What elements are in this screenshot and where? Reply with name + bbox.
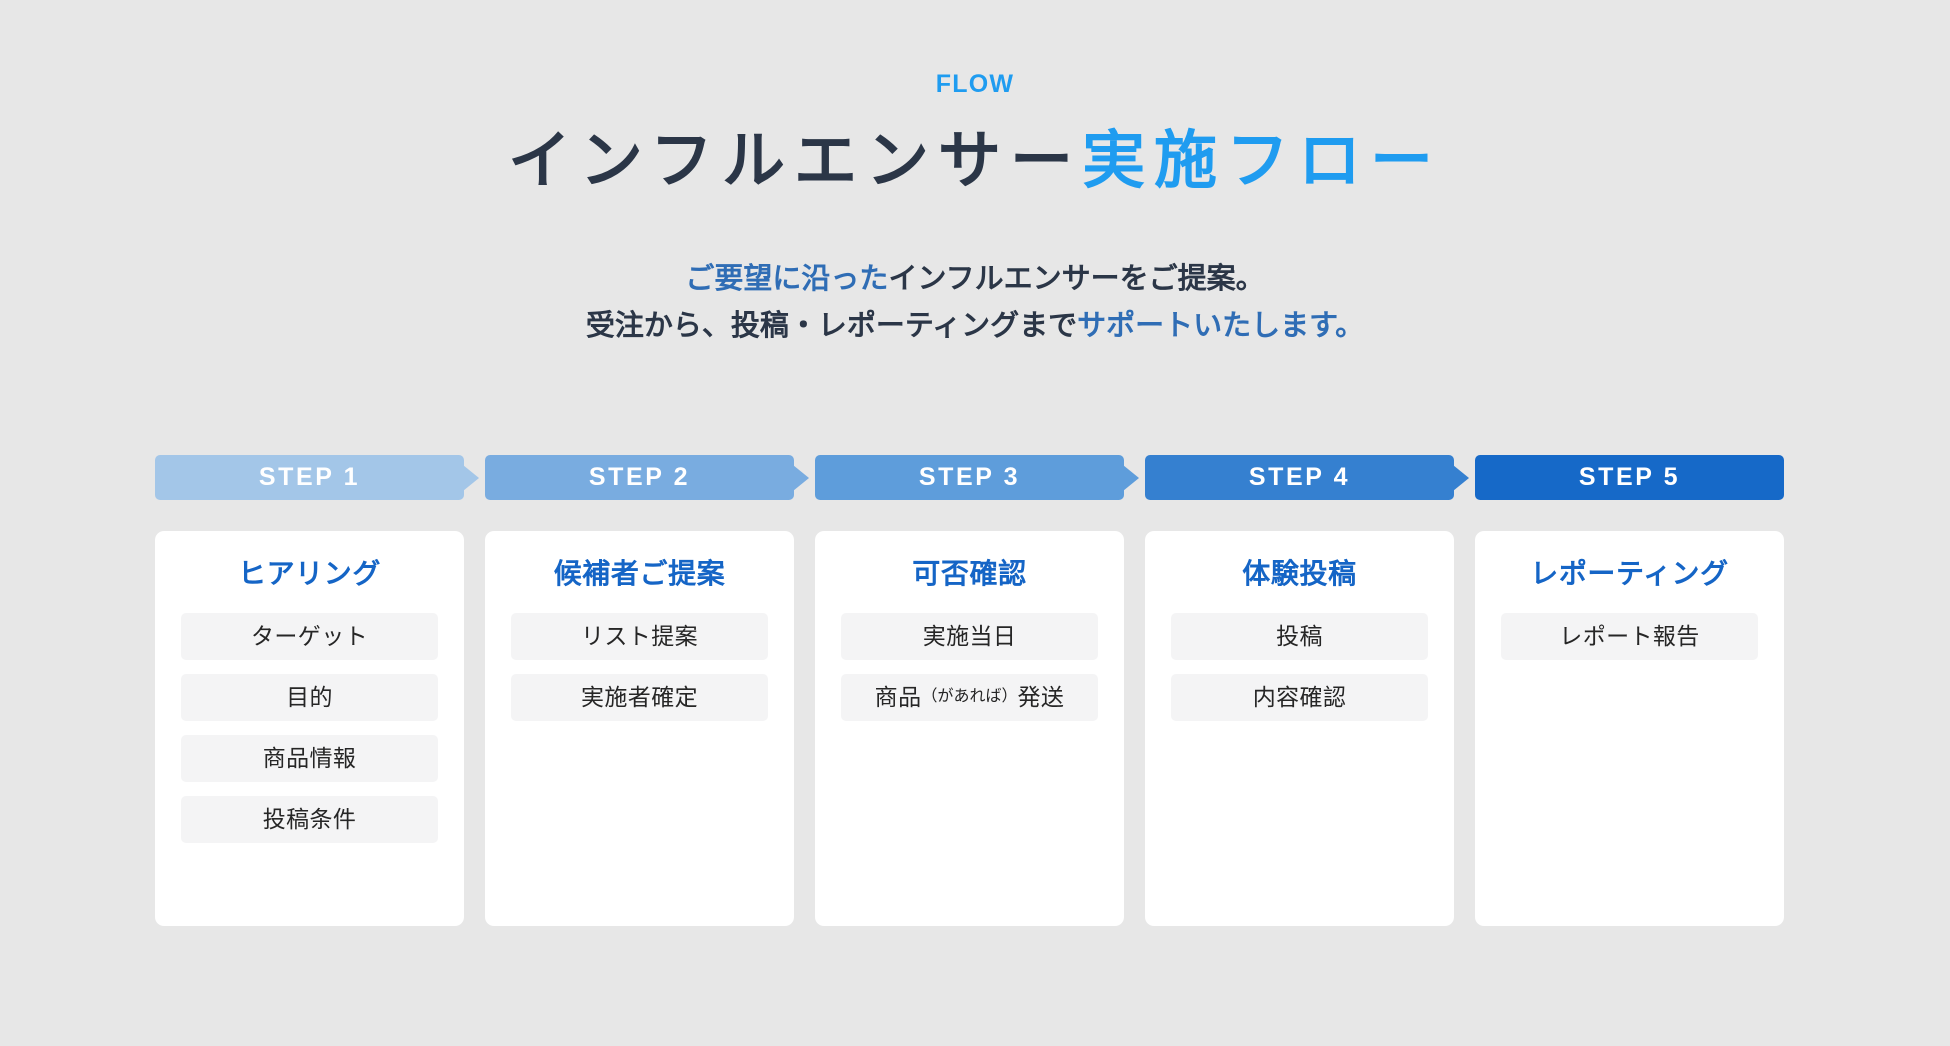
step-item: ターゲット: [181, 612, 438, 660]
step-card-3: 可否確認実施当日商品（があれば）発送: [815, 531, 1124, 926]
step-bar-1[interactable]: STEP 1: [155, 455, 479, 500]
section-lede: ご要望に沿ったインフルエンサーをご提案。 受注から、投稿・レポーティングまでサポ…: [0, 256, 1950, 350]
step-item: 投稿条件: [181, 795, 438, 843]
step-item: レポート報告: [1501, 612, 1758, 660]
step-item-text: 目的: [286, 683, 333, 710]
step-card-1: ヒアリングターゲット目的商品情報投稿条件: [155, 531, 464, 926]
step-item-text: 実施当日: [922, 622, 1017, 649]
step-item-text: 商品情報: [262, 744, 357, 771]
step-item-text-tail: 発送: [1017, 683, 1065, 710]
step-item: 商品（があれば）発送: [841, 673, 1098, 721]
lede-line-2: 受注から、投稿・レポーティングまでサポートいたします。: [0, 303, 1950, 350]
step-item-text-note: （があれば）: [921, 688, 1018, 706]
flow-column-step-4: STEP 4 体験投稿投稿内容確認: [1145, 455, 1469, 926]
step-item-text: 内容確認: [1252, 683, 1347, 710]
step-card-5: レポーティングレポート報告: [1475, 531, 1784, 926]
step-item: リスト提案: [511, 612, 768, 660]
page-title-dark: インフルエンサー: [507, 126, 1083, 196]
step-card-title: ヒアリング: [237, 558, 381, 589]
step-item-text: 実施者確定: [581, 683, 698, 710]
arrow-right-icon: [463, 464, 479, 491]
step-item-text-main: 商品: [874, 683, 922, 710]
step-item-text: ターゲット: [251, 622, 368, 649]
step-item-text: 投稿: [1276, 622, 1323, 649]
step-item: 実施者確定: [511, 673, 768, 721]
step-card-4: 体験投稿投稿内容確認: [1145, 531, 1454, 926]
step-bar-2[interactable]: STEP 2: [485, 455, 809, 500]
page-title-accent: 実施フロー: [1082, 126, 1443, 196]
arrow-right-icon: [1453, 464, 1469, 491]
step-item: 目的: [181, 673, 438, 721]
arrow-right-icon: [793, 464, 809, 491]
step-card-title: 候補者ご提案: [553, 558, 726, 589]
step-item: 商品情報: [181, 734, 438, 782]
step-item: 投稿: [1171, 612, 1428, 660]
step-item: 内容確認: [1171, 673, 1428, 721]
step-item-text: 投稿条件: [262, 805, 357, 832]
step-bar-label: STEP 2: [588, 463, 691, 491]
step-bar-5[interactable]: STEP 5: [1475, 455, 1784, 500]
flow-column-step-1: STEP 1 ヒアリングターゲット目的商品情報投稿条件: [155, 455, 479, 926]
step-item: 実施当日: [841, 612, 1098, 660]
lede-line-1: ご要望に沿ったインフルエンサーをご提案。: [0, 256, 1950, 303]
arrow-right-icon: [1123, 464, 1139, 491]
step-bar-3[interactable]: STEP 3: [815, 455, 1139, 500]
step-bar-label: STEP 3: [918, 463, 1021, 491]
step-item-text: リスト提案: [581, 622, 698, 649]
step-card-2: 候補者ご提案リスト提案実施者確定: [485, 531, 794, 926]
step-card-title: 体験投稿: [1242, 558, 1357, 589]
section-eyebrow: FLOW: [935, 70, 1015, 98]
step-card-title: レポーティング: [1530, 558, 1729, 589]
step-bar-label: STEP 5: [1578, 463, 1681, 491]
step-item-text: レポート報告: [1559, 622, 1700, 649]
lede-line-1-dark: インフルエンサーをご提案。: [888, 263, 1265, 296]
lede-line-2-dark: 受注から、投稿・レポーティングまで: [585, 310, 1078, 343]
flow-column-step-3: STEP 3 可否確認実施当日商品（があれば）発送: [815, 455, 1139, 926]
step-bar-4[interactable]: STEP 4: [1145, 455, 1469, 500]
step-bar-label: STEP 1: [258, 463, 361, 491]
flow-board: STEP 1 ヒアリングターゲット目的商品情報投稿条件 STEP 2 候補者ご提案リス…: [155, 455, 1795, 926]
lede-line-2-blue: サポートいたします。: [1077, 310, 1365, 343]
flow-column-step-5: STEP 5 レポーティングレポート報告: [1475, 455, 1784, 926]
flow-column-step-2: STEP 2 候補者ご提案リスト提案実施者確定: [485, 455, 809, 926]
step-bar-label: STEP 4: [1248, 463, 1351, 491]
step-card-title: 可否確認: [912, 558, 1027, 589]
page-title: インフルエンサー実施フロー: [0, 124, 1950, 198]
lede-line-1-blue: ご要望に沿った: [685, 263, 889, 296]
